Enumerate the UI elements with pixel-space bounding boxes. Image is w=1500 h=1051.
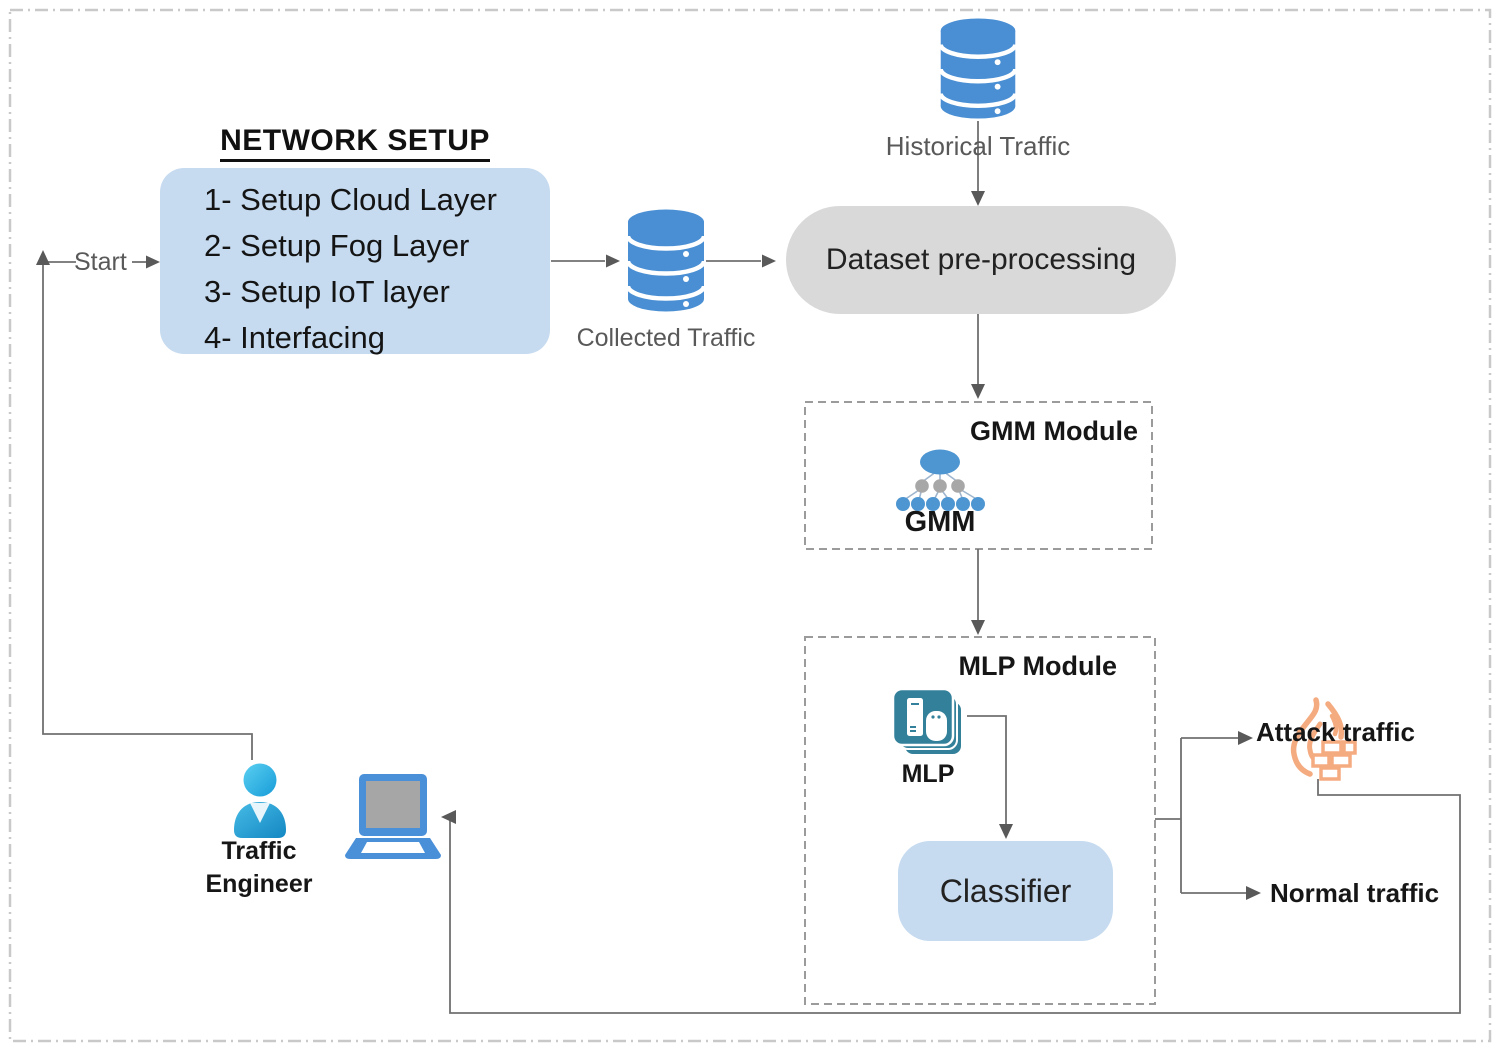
gmm-module-title: GMM Module [970,416,1138,446]
gmm-mixture-tree-icon [896,449,985,511]
traffic-engineer-label-line1: Traffic [221,837,297,865]
collected-traffic-database-icon [627,209,705,312]
classifier-label: Classifier [939,872,1072,909]
gmm-icon-label: GMM [904,506,976,538]
outer-border [8,8,1492,1043]
classifier-box: Classifier [898,841,1113,941]
arrow-up-start [36,250,50,265]
arrow-into-laptop [441,810,456,824]
mlp-to-classifier-line [967,715,1007,824]
dataset-preprocessing-box: Dataset pre-processing [786,206,1176,314]
network-setup-title-text: NETWORK SETUP [220,124,490,162]
arrow-into-mlp [971,620,985,635]
network-setup-steps: 1- Setup Cloud Layer 2- Setup Fog Layer … [160,168,550,361]
setup-step-3: 3- Setup IoT layer [204,274,450,309]
arrow-into-collected-db [606,254,620,268]
traffic-engineer-label: Traffic Engineer [192,835,326,901]
mlp-icon-label: MLP [901,760,955,788]
start-label: Start [74,248,127,276]
mlp-module-title: MLP Module [958,651,1118,681]
traffic-engineer-person-icon [234,763,286,838]
normal-traffic-label: Normal traffic [1270,878,1440,908]
setup-step-4: 4- Interfacing [204,320,385,355]
arrow-into-preprocessing [762,254,776,268]
traffic-engineer-label-line2: Engineer [205,870,313,898]
arrow-into-gmm [971,384,985,399]
historical-traffic-database-icon [939,18,1017,119]
mlp-server-stack-icon [891,689,963,756]
dataset-preprocessing-label: Dataset pre-processing [825,243,1137,276]
setup-step-2: 2- Setup Fog Layer [204,228,470,263]
historical-traffic-label: Historical Traffic [885,131,1071,161]
network-setup-title: NETWORK SETUP [160,124,550,162]
setup-step-1: 1- Setup Cloud Layer [204,182,497,217]
collected-traffic-label: Collected Traffic [576,324,756,352]
arrow-to-attack [1238,731,1253,745]
outputs-bracket-line [1155,737,1246,894]
arrow-into-setup [146,255,160,269]
fire-firewall-icon [1290,697,1357,781]
arrow-down-historical [971,191,985,206]
attack-traffic-label: Attack traffic [1256,717,1415,747]
arrow-into-classifier [999,824,1013,839]
arrow-to-normal [1246,886,1261,900]
mlp-module-frame [804,636,1156,1005]
arrowheads [36,191,1261,900]
laptop-icon [345,774,441,859]
network-setup-box: 1- Setup Cloud Layer 2- Setup Fog Layer … [160,168,550,355]
